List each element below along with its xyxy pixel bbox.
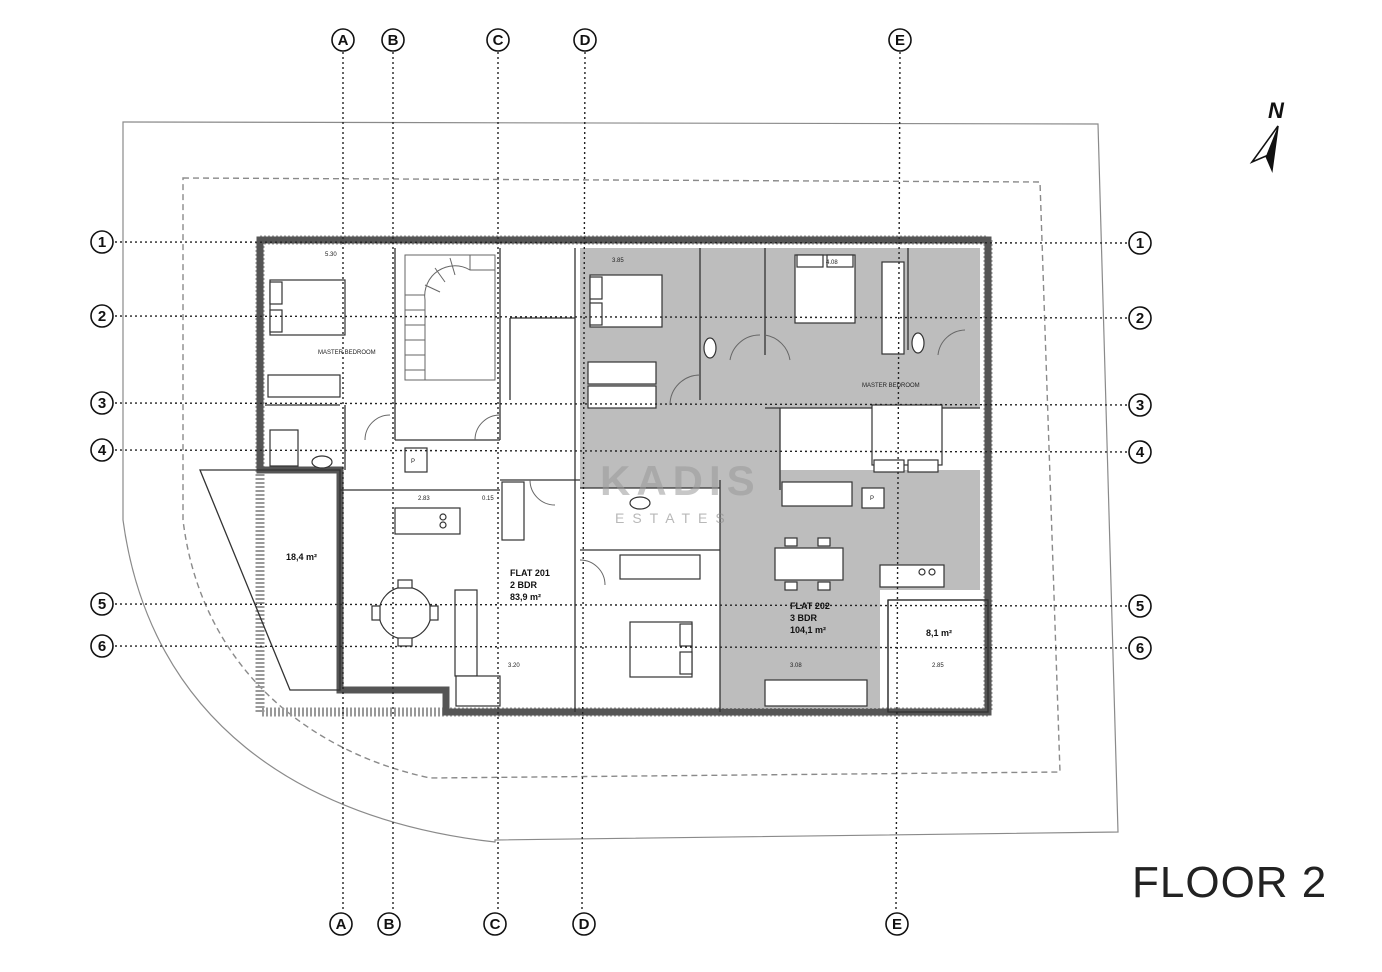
svg-text:3.08: 3.08 bbox=[790, 663, 802, 669]
svg-text:1: 1 bbox=[98, 234, 106, 251]
svg-text:C: C bbox=[490, 916, 501, 933]
svg-text:D: D bbox=[580, 32, 591, 49]
svg-text:B: B bbox=[384, 916, 395, 933]
grid-rows bbox=[114, 241, 1128, 649]
flat-201-label: FLAT 201 2 BDR 83,9 m² bbox=[510, 568, 550, 602]
room-label-master-bedroom-right: MASTER BEDROOM bbox=[862, 383, 920, 389]
grid-bubbles-bottom: A B C D E bbox=[329, 912, 909, 936]
svg-text:2: 2 bbox=[1136, 310, 1144, 327]
svg-text:3.20: 3.20 bbox=[508, 663, 520, 669]
beds bbox=[269, 254, 943, 678]
grid-bubbles-top: A B C D E bbox=[331, 28, 912, 52]
veranda-left-area: 18,4 m² bbox=[286, 552, 317, 562]
svg-text:D: D bbox=[579, 916, 590, 933]
svg-text:FLAT 202: FLAT 202 bbox=[790, 601, 830, 611]
svg-text:2.85: 2.85 bbox=[932, 663, 944, 669]
svg-text:6: 6 bbox=[1136, 640, 1144, 657]
svg-text:2.83: 2.83 bbox=[418, 496, 430, 502]
svg-text:5: 5 bbox=[1136, 598, 1144, 615]
svg-text:0.15: 0.15 bbox=[482, 496, 494, 502]
grid-bubbles-left: 1 2 3 4 5 6 bbox=[90, 230, 114, 658]
grid-columns bbox=[342, 51, 901, 911]
svg-text:5: 5 bbox=[98, 596, 106, 613]
room-label-master-bedroom-left: MASTER BEDROOM bbox=[318, 350, 376, 356]
site-boundary bbox=[122, 121, 1119, 843]
veranda-right bbox=[887, 599, 989, 713]
dining-table-left bbox=[371, 579, 439, 647]
veranda-left bbox=[199, 469, 341, 691]
bathroom-fixtures bbox=[269, 332, 925, 510]
wardrobes bbox=[267, 261, 905, 707]
svg-text:A: A bbox=[338, 32, 349, 49]
svg-text:A: A bbox=[336, 916, 347, 933]
veranda-right-area: 8,1 m² bbox=[926, 628, 952, 638]
kitchen-counters bbox=[394, 507, 945, 588]
svg-text:4.08: 4.08 bbox=[826, 260, 838, 266]
svg-text:2: 2 bbox=[98, 308, 106, 325]
svg-text:4: 4 bbox=[1136, 444, 1145, 461]
svg-text:E: E bbox=[892, 916, 902, 933]
pantry-stamp-right: P bbox=[870, 496, 874, 502]
north-arrow-icon: N bbox=[1249, 98, 1285, 173]
interior-walls bbox=[265, 248, 988, 712]
dimension-labels: 5.30 2.83 0.15 3.85 4.08 3.20 3.08 2.85 bbox=[325, 252, 944, 669]
svg-text:5.30: 5.30 bbox=[325, 252, 337, 258]
watermark: KADIS ESTATES bbox=[600, 457, 761, 526]
svg-text:N: N bbox=[1268, 98, 1285, 123]
flat-202-label: FLAT 202 3 BDR 104,1 m² bbox=[790, 601, 830, 635]
svg-text:2 BDR: 2 BDR bbox=[510, 580, 538, 590]
svg-text:83,9 m²: 83,9 m² bbox=[510, 592, 541, 602]
svg-text:1: 1 bbox=[1136, 235, 1144, 252]
staircase bbox=[404, 254, 496, 381]
svg-text:4: 4 bbox=[98, 442, 107, 459]
door-swings bbox=[364, 329, 966, 586]
grid-bubbles-right: 1 2 3 4 5 6 bbox=[1128, 231, 1152, 660]
dining-table-right bbox=[774, 537, 844, 591]
floor-title: FLOOR 2 bbox=[1132, 858, 1328, 907]
pantry-stamp-left: P bbox=[411, 459, 415, 465]
svg-text:104,1 m²: 104,1 m² bbox=[790, 625, 826, 635]
svg-text:3: 3 bbox=[98, 395, 106, 412]
svg-text:3.85: 3.85 bbox=[612, 258, 624, 264]
svg-text:C: C bbox=[493, 32, 504, 49]
svg-text:B: B bbox=[388, 32, 399, 49]
svg-text:ESTATES: ESTATES bbox=[615, 510, 733, 526]
svg-text:KADIS: KADIS bbox=[600, 457, 761, 504]
svg-text:FLAT 201: FLAT 201 bbox=[510, 568, 550, 578]
svg-text:6: 6 bbox=[98, 638, 106, 655]
svg-text:E: E bbox=[895, 32, 905, 49]
setback-line bbox=[182, 177, 1061, 779]
svg-text:3 BDR: 3 BDR bbox=[790, 613, 818, 623]
svg-text:3: 3 bbox=[1136, 397, 1144, 414]
